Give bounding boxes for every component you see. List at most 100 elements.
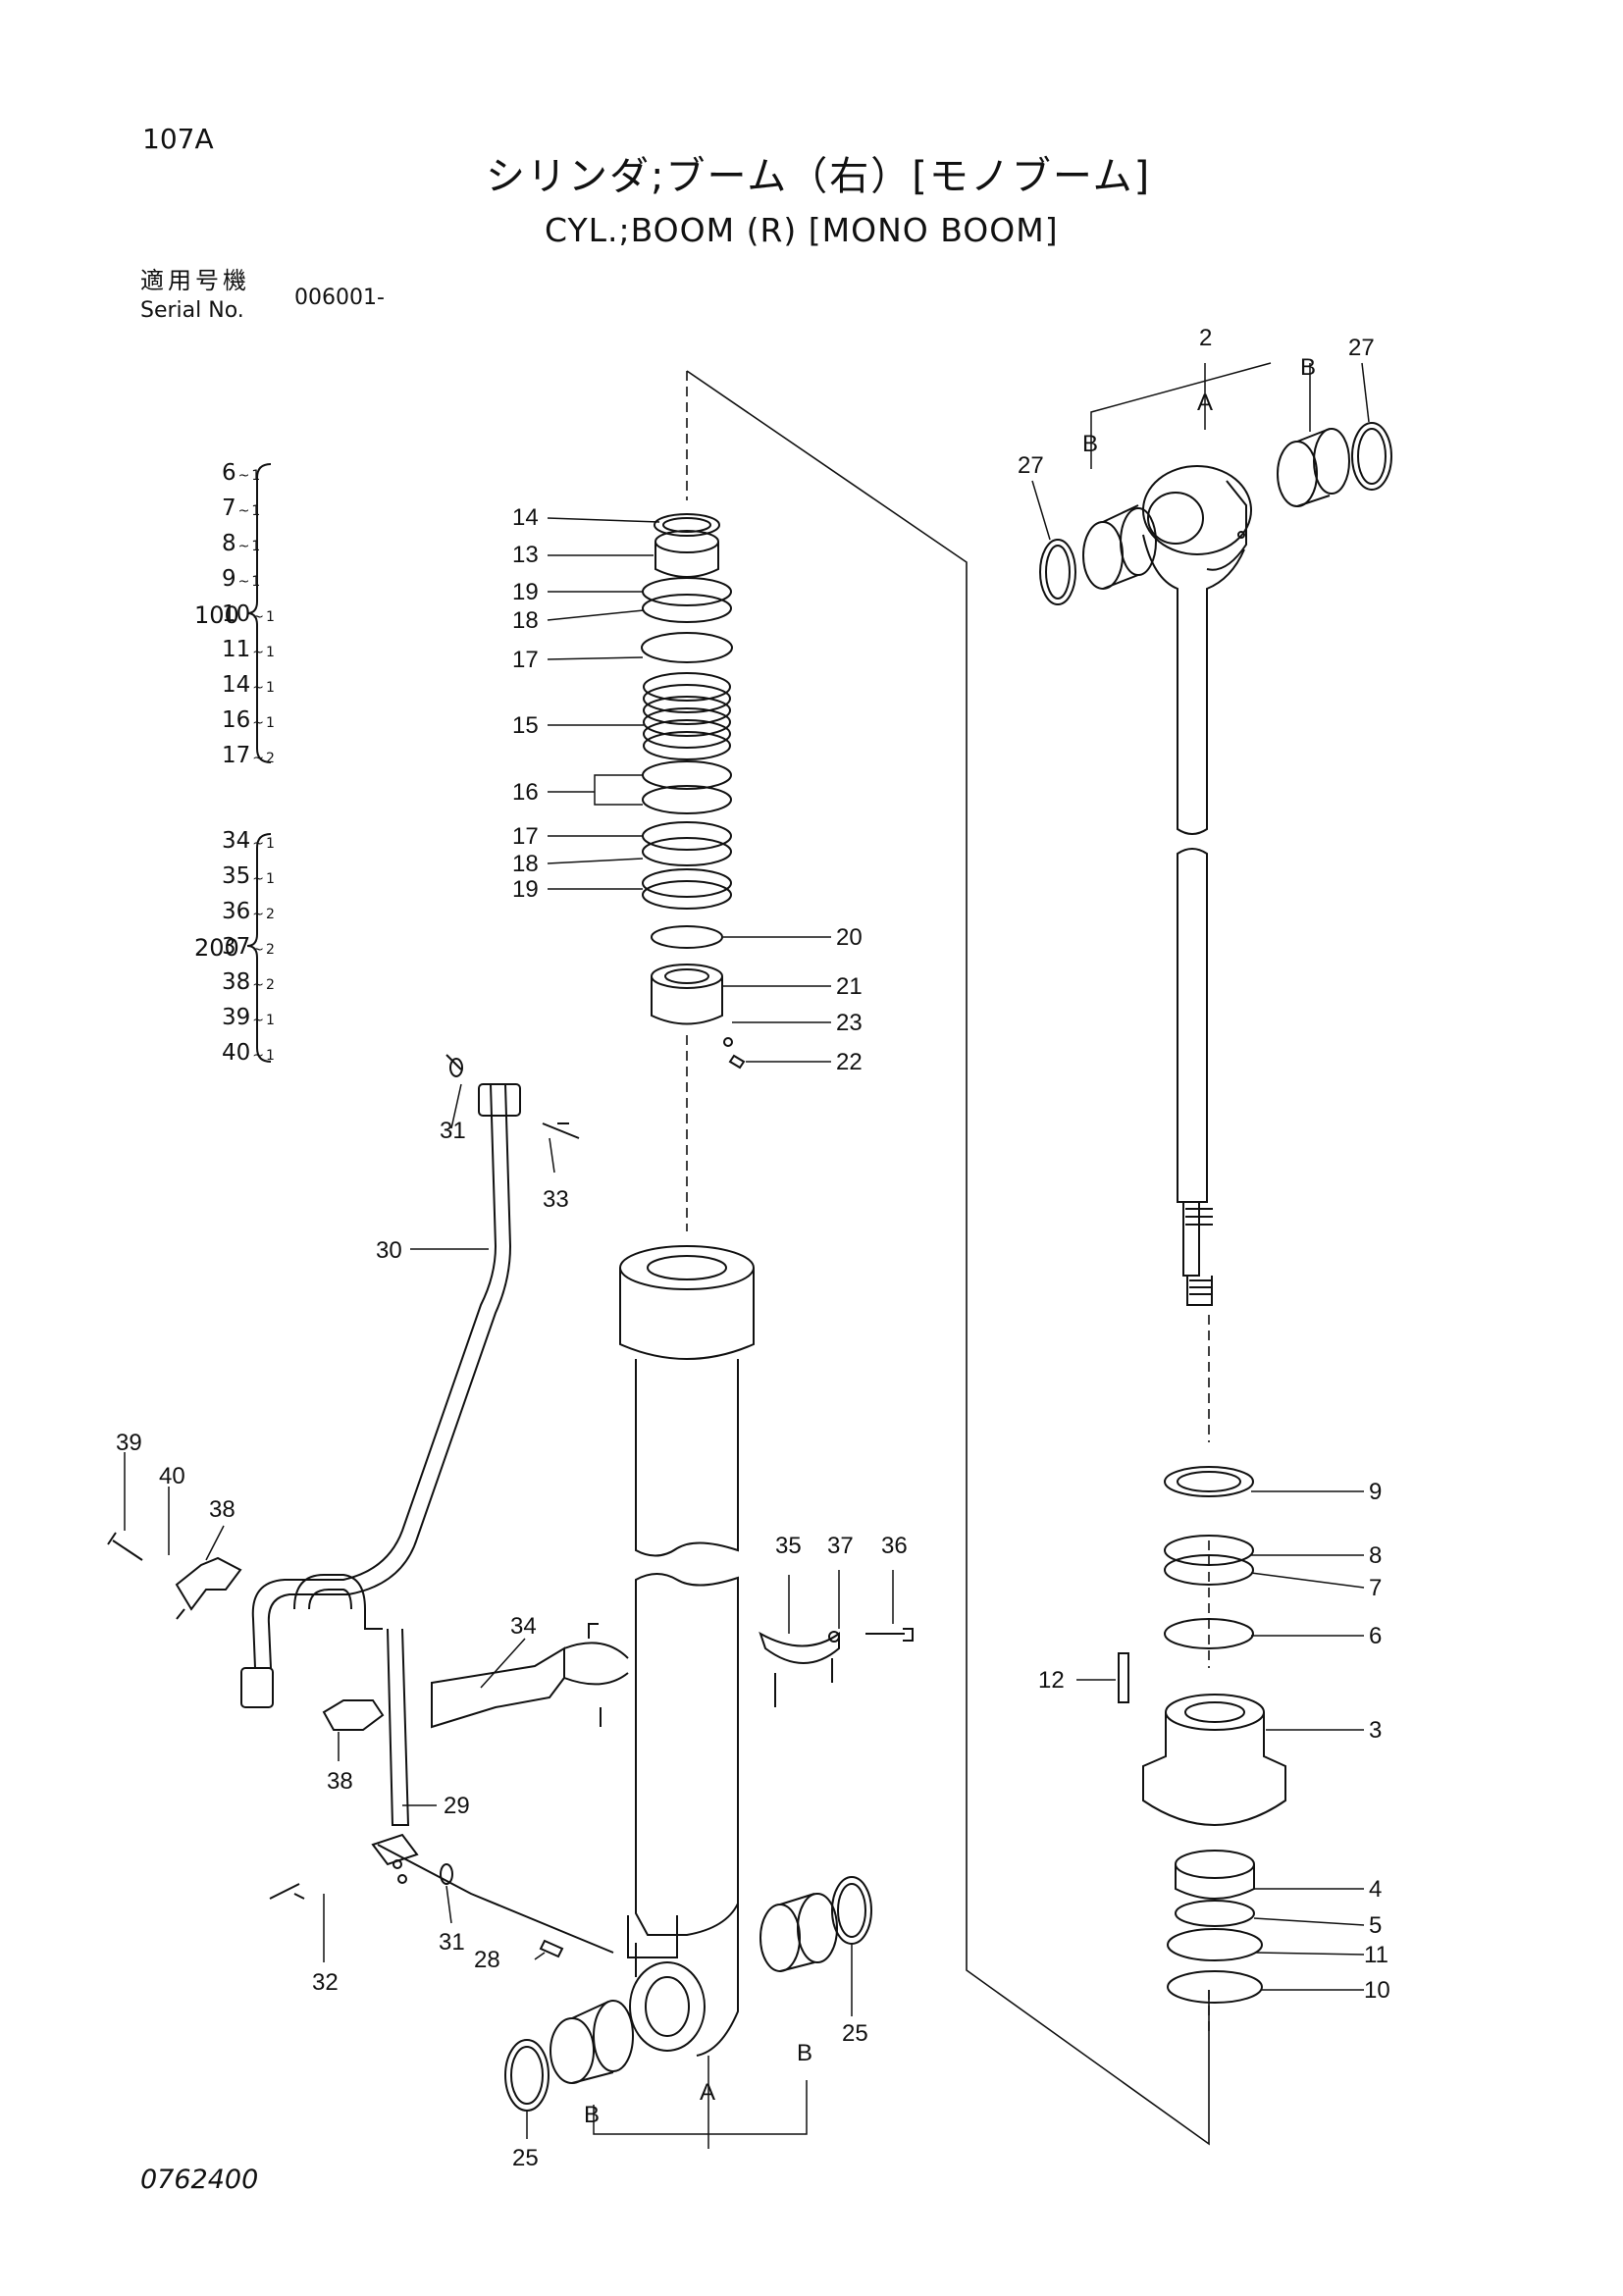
gland-seal-stack (641, 513, 746, 1070)
callout-29: 29 (444, 1793, 470, 1819)
callout-18b: 18 (512, 851, 539, 877)
kit-200-label: 200 (194, 934, 239, 962)
kit-item-part: 39 (222, 1005, 251, 1030)
callout-4: 4 (1369, 1876, 1382, 1903)
callout-16: 16 (512, 779, 539, 806)
callout-2: 2 (1199, 325, 1212, 351)
kit-item-qty: 2 (266, 977, 275, 993)
callout-9: 9 (1369, 1479, 1382, 1505)
kit-item-part: 9 (222, 566, 236, 592)
kit-item-separator: ~ (237, 539, 250, 554)
kit-item-qty: 1 (251, 503, 261, 519)
kit-item-separator: ~ (252, 645, 265, 660)
callout-19b: 19 (512, 876, 539, 903)
callout-27-left: 27 (1018, 452, 1044, 479)
kit-item-qty: 2 (266, 751, 275, 766)
callout-b-top-right: B (1300, 354, 1316, 381)
kit-item-separator: ~ (237, 574, 250, 590)
callout-3: 3 (1369, 1717, 1382, 1744)
callout-40: 40 (159, 1463, 185, 1489)
kit-item: 16~1 (222, 707, 275, 733)
kit-item-separator: ~ (252, 680, 265, 696)
callout-a-bottom: A (700, 2079, 715, 2106)
kit-item: 10~1 (222, 601, 275, 627)
kit-item: 6~1 (222, 460, 260, 486)
kit-item: 38~2 (222, 969, 275, 995)
callout-31a: 31 (440, 1118, 466, 1144)
callout-31b: 31 (439, 1929, 465, 1956)
kit-item-part: 11 (222, 637, 251, 662)
kit-item: 36~2 (222, 899, 275, 924)
callout-30: 30 (376, 1237, 402, 1264)
callout-17b: 17 (512, 823, 539, 850)
kit-item-part: 6 (222, 460, 236, 486)
callout-33: 33 (543, 1186, 569, 1213)
kit-item-separator: ~ (252, 907, 265, 922)
kit-item-qty: 1 (251, 539, 261, 554)
kit-item-separator: ~ (237, 503, 250, 519)
kit-item: 35~1 (222, 863, 275, 889)
callout-7: 7 (1369, 1575, 1382, 1601)
callout-27-right: 27 (1348, 335, 1375, 361)
kit-item-separator: ~ (252, 715, 265, 731)
callout-36: 36 (881, 1533, 908, 1559)
kit-item-separator: ~ (252, 751, 265, 766)
kit-item: 39~1 (222, 1005, 275, 1030)
callout-28: 28 (474, 1947, 500, 1973)
callout-38a: 38 (209, 1496, 236, 1523)
kit-item-qty: 1 (266, 836, 275, 852)
kit-100-label: 100 (194, 601, 239, 629)
callout-38b: 38 (327, 1768, 353, 1795)
kit-item-separator: ~ (252, 609, 265, 625)
callout-23: 23 (836, 1010, 863, 1036)
kit-item-qty: 1 (266, 715, 275, 731)
kit-item-part: 38 (222, 969, 251, 995)
tube-bushings (504, 1876, 872, 2112)
callout-25-right: 25 (842, 2020, 868, 2047)
callout-22: 22 (836, 1049, 863, 1075)
kit-item-separator: ~ (252, 871, 265, 887)
kit-item: 9~1 (222, 566, 260, 592)
kit-item-part: 34 (222, 828, 251, 854)
kit-item-part: 35 (222, 863, 251, 889)
callout-b-bottom-right: B (797, 2040, 812, 2066)
kit-item-separator: ~ (237, 468, 250, 484)
kit-item-qty: 2 (266, 942, 275, 958)
piston-stack (1118, 1466, 1286, 2004)
kit-item-separator: ~ (252, 1013, 265, 1028)
callout-15: 15 (512, 712, 539, 739)
kit-item-qty: 1 (266, 680, 275, 696)
kit-item: 14~1 (222, 672, 275, 698)
callout-12: 12 (1038, 1667, 1065, 1694)
serial-label-japanese: 適用号機 (140, 267, 250, 294)
piston-rod (1039, 422, 1392, 1306)
kit-item-qty: 1 (266, 1013, 275, 1028)
kit-100-brace (246, 463, 272, 763)
callout-labels: 2 A B B 27 27 14 13 19 18 17 15 16 17 18… (116, 325, 1390, 2171)
serial-label-english: Serial No. (140, 298, 244, 323)
title-english: CYL.;BOOM (R) [MONO BOOM] (545, 211, 1059, 249)
kit-200-brace (246, 833, 272, 1063)
kit-item-part: 14 (222, 672, 251, 698)
kit-item-qty: 1 (266, 1048, 275, 1064)
kit-item-qty: 1 (251, 574, 261, 590)
callout-b-top-left: B (1082, 431, 1098, 457)
kit-item: 11~1 (222, 637, 275, 662)
callout-13: 13 (512, 542, 539, 568)
kit-item: 34~1 (222, 828, 275, 854)
kit-item-part: 40 (222, 1040, 251, 1066)
callout-25-left: 25 (512, 2145, 539, 2171)
assembly-guide-line (686, 370, 1210, 2146)
kit-item-part: 10 (222, 601, 251, 627)
callout-14: 14 (512, 504, 539, 531)
kit-item: 17~2 (222, 743, 275, 768)
serial-number-value: 006001- (294, 286, 385, 310)
callout-b-bottom-left: B (584, 2102, 600, 2128)
callout-20: 20 (836, 924, 863, 951)
kit-item-qty: 1 (251, 468, 261, 484)
kit-item-part: 16 (222, 707, 251, 733)
kit-item: 40~1 (222, 1040, 275, 1066)
kit-item: 8~1 (222, 531, 260, 556)
